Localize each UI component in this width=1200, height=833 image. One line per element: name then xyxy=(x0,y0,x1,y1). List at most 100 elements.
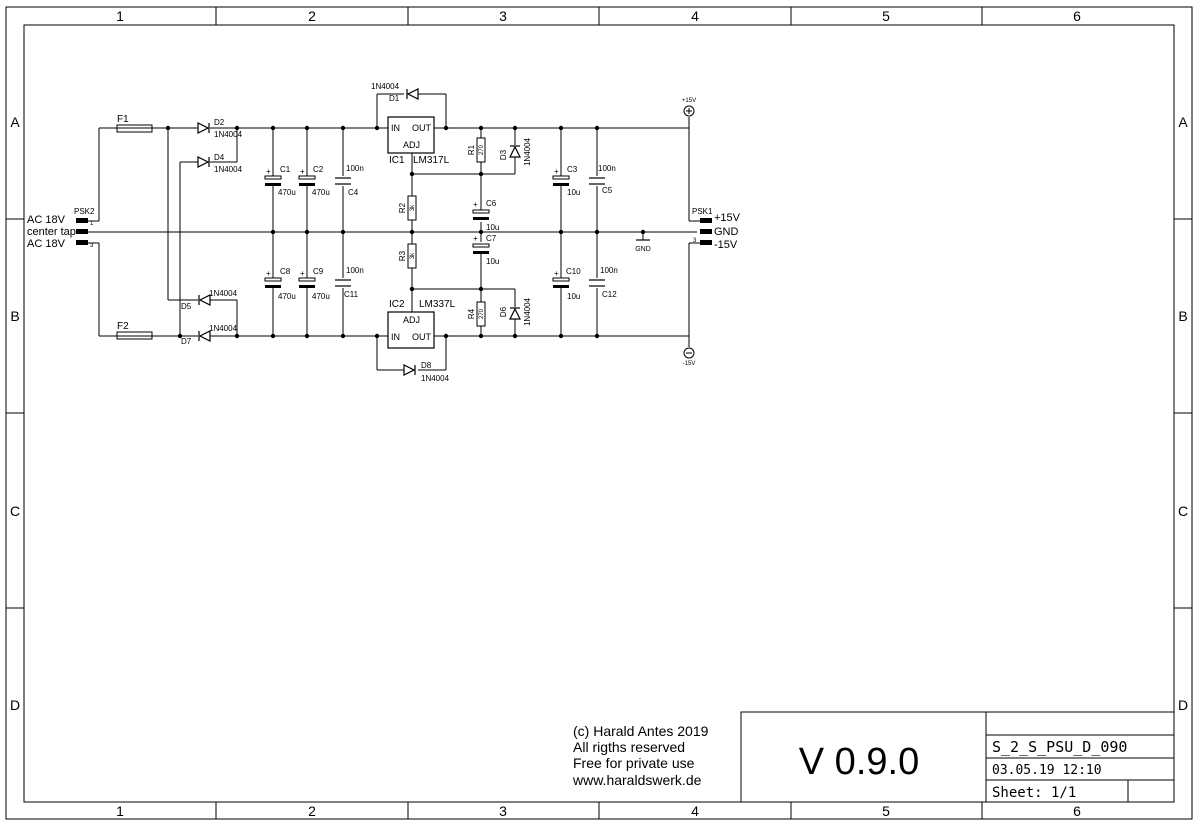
column-label-bottom-6: 6 xyxy=(1073,803,1081,819)
ground-symbol: GND xyxy=(635,239,651,253)
diode-d5-ref: D5 xyxy=(181,302,192,311)
ic1-pin-out: OUT xyxy=(412,123,432,133)
diode-d1-ref: D1 xyxy=(389,94,400,103)
ic2-type: LM337L xyxy=(419,299,456,310)
diode-d5: D5 1N4004 xyxy=(181,289,238,311)
capacitor-c6-plus: + xyxy=(473,200,478,209)
diode-d7-value: 1N4004 xyxy=(209,324,238,333)
capacitor-c10-ref: C10 xyxy=(566,267,581,276)
capacitor-c1-ref: C1 xyxy=(280,165,291,174)
ic2-pin-out: OUT xyxy=(412,332,432,342)
diode-d8-value: 1N4004 xyxy=(421,374,450,383)
capacitor-c2-plus: + xyxy=(300,167,305,176)
diode-d6: D6 1N4004 xyxy=(499,297,532,326)
resistor-r3-value: 3k xyxy=(410,252,416,259)
row-label-left-D: D xyxy=(10,697,20,713)
column-label-bottom-2: 2 xyxy=(308,803,316,819)
regulator-ic1: IN OUT ADJ IC1 LM317L xyxy=(387,116,450,166)
capacitor-c2: + C2 470u xyxy=(298,165,330,197)
capacitor-c3-value: 10u xyxy=(567,188,580,197)
psk2-label-ac-top: AC 18V xyxy=(27,214,66,226)
fuse-f2: F2 xyxy=(116,321,153,340)
row-label-right-D: D xyxy=(1178,697,1188,713)
resistor-r3: 3k R3 xyxy=(398,243,417,269)
capacitor-c3-ref: C3 xyxy=(567,165,578,174)
column-label-top-1: 1 xyxy=(116,8,124,24)
capacitor-c9: + C9 470u xyxy=(298,267,330,301)
diode-d3: D3 1N4004 xyxy=(499,137,532,166)
note-line-4: www.haraldswerk.de xyxy=(572,772,702,788)
capacitor-c7: + C7 10u xyxy=(472,234,499,266)
psk1-label-minus15: -15V xyxy=(714,239,738,251)
connector-psk2: PSK2 1 3 AC 18V center tap AC 18V xyxy=(27,207,95,250)
resistor-r1: 270 R1 xyxy=(467,137,486,163)
capacitor-c8: + C8 470u xyxy=(264,267,296,301)
capacitor-c1: + C1 470u xyxy=(264,165,296,197)
row-label-left-A: A xyxy=(10,114,20,130)
capacitor-c1-plus: + xyxy=(266,167,271,176)
drawing-date: 03.05.19 12:10 xyxy=(992,763,1102,778)
diode-d6-ref: D6 xyxy=(499,306,508,317)
psk1-label-plus15: +15V xyxy=(714,212,741,224)
capacitor-c12-ref: C12 xyxy=(602,290,617,299)
psk1-ref: PSK1 xyxy=(692,207,713,216)
capacitor-c3: + C3 10u xyxy=(552,165,580,197)
capacitor-c6-ref: C6 xyxy=(486,199,497,208)
capacitor-c6: + C6 10u xyxy=(472,199,499,232)
note-line-3: Free for private use xyxy=(573,755,695,771)
diode-d3-value: 1N4004 xyxy=(523,137,532,166)
diode-d1: 1N4004 D1 xyxy=(371,82,419,103)
regulator-ic2: ADJ IN OUT IC2 LM337L xyxy=(387,299,456,349)
note-line-1: (c) Harald Antes 2019 xyxy=(573,723,709,739)
column-label-top-6: 6 xyxy=(1073,8,1081,24)
supply-plus15-label: +15V xyxy=(682,98,696,104)
ic1-ref: IC1 xyxy=(389,155,405,166)
capacitor-c2-value: 470u xyxy=(312,188,330,197)
supply-minus15: -15V xyxy=(683,347,696,367)
column-label-bottom-3: 3 xyxy=(499,803,507,819)
fuse-f1: F1 xyxy=(116,114,153,133)
title-block: V 0.9.0 S_2_S_PSU_D_090 03.05.19 12:10 S… xyxy=(740,711,1175,803)
resistor-r1-ref: R1 xyxy=(467,144,476,155)
diode-d2-value: 1N4004 xyxy=(214,130,243,139)
capacitor-c7-value: 10u xyxy=(486,257,499,266)
ic1-pin-adj: ADJ xyxy=(403,140,420,150)
capacitor-c7-ref: C7 xyxy=(486,234,497,243)
junctions xyxy=(165,125,646,339)
row-label-right-C: C xyxy=(1178,503,1188,519)
diode-d4-value: 1N4004 xyxy=(214,165,243,174)
capacitor-c8-value: 470u xyxy=(278,292,296,301)
diode-d7-ref: D7 xyxy=(181,337,192,346)
diode-d4: D4 1N4004 xyxy=(197,153,243,174)
resistor-r2: 3k R2 xyxy=(398,195,417,221)
connector-psk1: PSK1 3 +15V GND -15V xyxy=(692,207,741,251)
drawing-name: S_2_S_PSU_D_090 xyxy=(992,738,1127,756)
diode-d8: D8 1N4004 xyxy=(403,361,450,383)
diode-d6-value: 1N4004 xyxy=(523,297,532,326)
sheet-number: Sheet: 1/1 xyxy=(992,785,1076,801)
capacitor-c1-value: 470u xyxy=(278,188,296,197)
fuse-f1-ref: F1 xyxy=(117,114,129,125)
resistor-r4-value: 270 xyxy=(479,308,485,319)
capacitor-c5: 100n C5 xyxy=(589,164,616,195)
column-label-top-3: 3 xyxy=(499,8,507,24)
capacitor-c10-plus: + xyxy=(554,269,559,278)
ic1-type: LM317L xyxy=(413,155,450,166)
supply-minus15-label: -15V xyxy=(683,361,696,367)
capacitor-c10-value: 10u xyxy=(567,292,580,301)
ground-label: GND xyxy=(635,246,651,253)
psk2-pin3: 3 xyxy=(90,243,94,249)
row-label-left-B: B xyxy=(10,308,19,324)
row-label-right-A: A xyxy=(1178,114,1188,130)
diode-d2-ref: D2 xyxy=(214,118,225,127)
diode-d8-ref: D8 xyxy=(421,361,432,370)
psk2-pin1: 1 xyxy=(90,221,94,227)
diode-d1-value: 1N4004 xyxy=(371,82,400,91)
capacitor-c11-value: 100n xyxy=(346,266,364,275)
capacitor-c9-ref: C9 xyxy=(313,267,324,276)
capacitor-c12: 100n C12 xyxy=(589,266,618,299)
capacitor-c9-plus: + xyxy=(300,269,305,278)
psk2-label-ac-bottom: AC 18V xyxy=(27,238,66,250)
wires xyxy=(88,93,700,371)
